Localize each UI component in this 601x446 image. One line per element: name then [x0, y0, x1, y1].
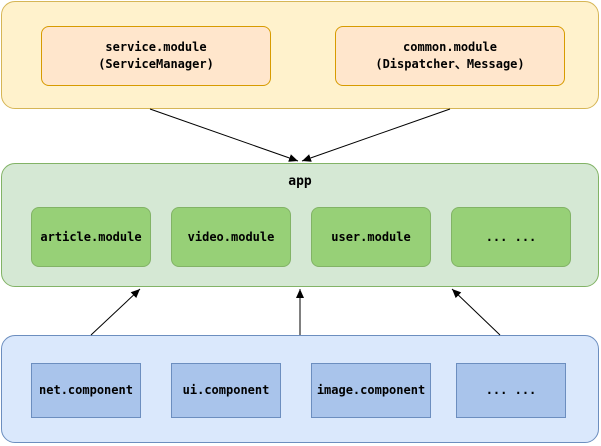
image-component-box: image.component	[311, 363, 431, 418]
ui-component-box: ui.component	[171, 363, 281, 418]
service-module-box: service.module (ServiceManager)	[41, 26, 271, 86]
common-module-name: common.module	[403, 40, 497, 54]
video-module-label: video.module	[187, 229, 275, 244]
article-module-box: article.module	[31, 207, 151, 267]
service-module-detail: (ServiceManager)	[98, 57, 214, 71]
article-module-label: article.module	[40, 229, 142, 244]
app-layer-title: app	[288, 174, 312, 189]
net-component-box: net.component	[31, 363, 141, 418]
component-layer: net.component ui.component image.compone…	[1, 335, 599, 443]
image-component-label: image.component	[316, 383, 426, 397]
service-layer: service.module (ServiceManager) common.m…	[1, 1, 599, 109]
more-modules-label: ... ...	[485, 229, 537, 244]
net-component-label: net.component	[39, 383, 133, 397]
more-modules-box: ... ...	[451, 207, 571, 267]
arrow-more-to-app	[451, 288, 501, 336]
arrow-service-to-app	[149, 108, 299, 162]
arrow-net-to-app	[90, 288, 141, 336]
ui-component-label: ui.component	[182, 383, 270, 397]
service-module-name: service.module	[105, 40, 207, 54]
common-module-detail: (Dispatcher、Message)	[375, 57, 525, 71]
video-module-box: video.module	[171, 207, 291, 267]
more-components-label: ... ...	[485, 383, 537, 397]
user-module-box: user.module	[311, 207, 431, 267]
user-module-label: user.module	[331, 229, 411, 244]
more-components-box: ... ...	[456, 363, 566, 418]
common-module-box: common.module (Dispatcher、Message)	[335, 26, 565, 86]
app-layer: app article.module video.module user.mod…	[1, 163, 599, 287]
arrow-common-to-app	[301, 108, 451, 162]
